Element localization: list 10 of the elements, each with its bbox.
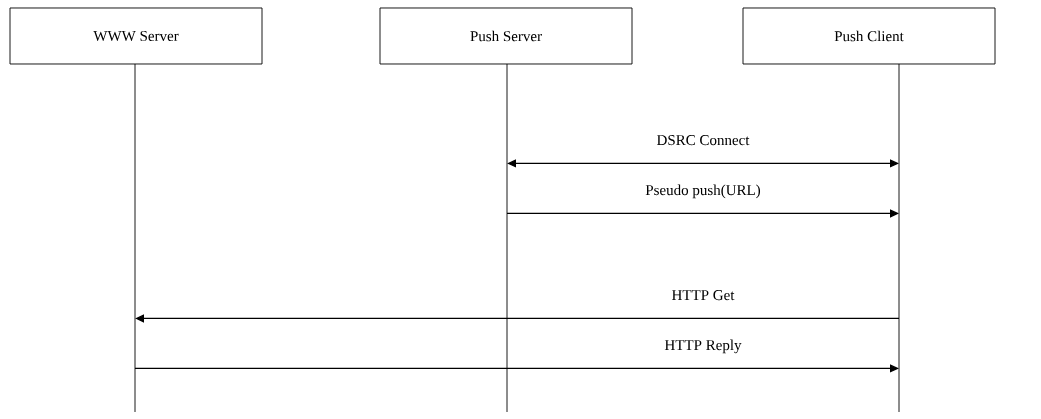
edge-label: HTTP Reply xyxy=(664,339,742,354)
edge-label: HTTP Get xyxy=(672,290,735,301)
edge-label: DSRC Connect xyxy=(657,135,750,146)
message-arrow xyxy=(135,314,900,323)
lifeline-box: WWW Server xyxy=(9,7,263,413)
message-arrow xyxy=(134,364,899,373)
message-arrow xyxy=(506,209,899,218)
lifeline-box: Push Server xyxy=(379,7,633,222)
message-arrow xyxy=(507,159,899,168)
edge-label: Pseudo push(URL) xyxy=(645,184,761,199)
